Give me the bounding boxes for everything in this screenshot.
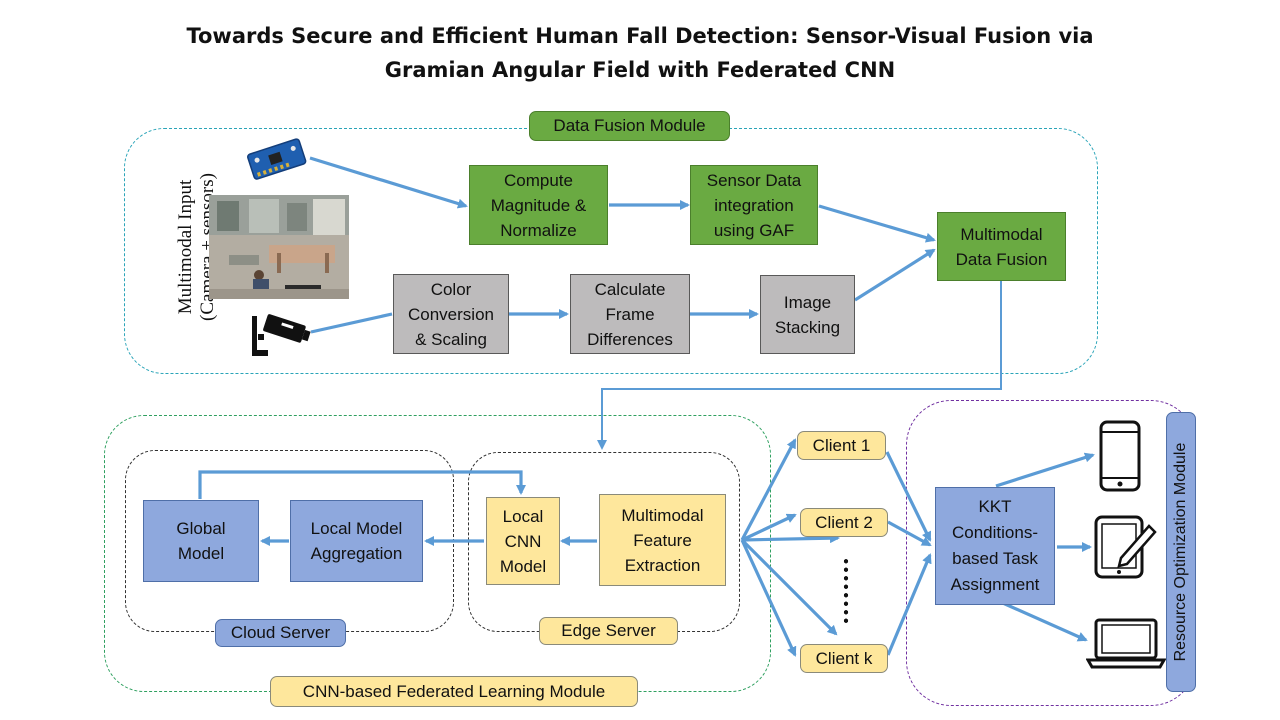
laptop-icon [1086, 618, 1166, 669]
arrow-sensor-to-compute [309, 156, 468, 209]
arrow-feature-to-client2 [741, 513, 797, 542]
arrow-global-to-local [198, 470, 526, 499]
local-model-aggregation-box: Local Model Aggregation [290, 500, 423, 582]
tablet-pen-icon [1094, 515, 1157, 579]
color-conversion-box: Color Conversion & Scaling [393, 274, 509, 354]
multimodal-feature-extraction-box: Multimodal Feature Extraction [599, 494, 726, 586]
multimodal-input-line1: Multimodal Input [175, 179, 196, 315]
federated-learning-module-tag: CNN-based Federated Learning Module [270, 676, 638, 707]
title-line-2: Gramian Angular Field with Federated CNN [384, 58, 896, 82]
data-fusion-module-tag: Data Fusion Module [529, 111, 730, 141]
arrow-feature-to-dots [741, 533, 840, 544]
cloud-server-tag: Cloud Server [215, 619, 346, 647]
arrow-fusion-to-edge [597, 281, 1002, 450]
cctv-camera-icon [252, 314, 311, 356]
arrow-feature-to-client1 [740, 438, 797, 541]
compute-magnitude-box: Compute Magnitude & Normalize [469, 165, 608, 245]
title-line-1: Towards Secure and Efficient Human Fall … [186, 24, 1094, 48]
local-cnn-model-box: Local CNN Model [486, 497, 560, 585]
arrow-camera-to-color [310, 312, 393, 334]
arrow-gaf-to-fusion [818, 204, 936, 243]
client-k-box: Client k [800, 644, 888, 673]
smartphone-icon [1099, 420, 1141, 492]
client-2-box: Client 2 [800, 508, 888, 537]
kkt-task-assignment-box: KKT Conditions-based Task Assignment [935, 487, 1055, 605]
arrow-client1-to-kkt [885, 451, 932, 542]
arrow-kkt-to-laptop [995, 598, 1088, 642]
arrow-clientk-to-kkt [886, 553, 932, 656]
camera-image [209, 195, 349, 299]
client-1-box: Client 1 [797, 431, 886, 460]
global-model-box: Global Model [143, 500, 259, 582]
frame-differences-box: Calculate Frame Differences [570, 274, 690, 354]
image-stacking-box: Image Stacking [760, 275, 855, 354]
multimodal-data-fusion-box: Multimodal Data Fusion [937, 212, 1066, 281]
arrow-client2-to-kkt [887, 520, 932, 547]
sensor-board-icon [247, 138, 307, 180]
arrow-feature-to-clientk-low [740, 539, 797, 657]
resource-optimization-module-tag: Resource Optimization Module [1166, 412, 1196, 692]
arrow-stacking-to-fusion [854, 248, 936, 302]
edge-server-tag: Edge Server [539, 617, 678, 645]
arrow-feature-to-clientk [740, 538, 838, 636]
arrow-kkt-to-phone [995, 452, 1095, 488]
resource-optimization-label: Resource Optimization Module [1172, 442, 1189, 662]
client-ellipsis [843, 557, 849, 623]
sensor-gaf-box: Sensor Data integration using GAF [690, 165, 818, 245]
